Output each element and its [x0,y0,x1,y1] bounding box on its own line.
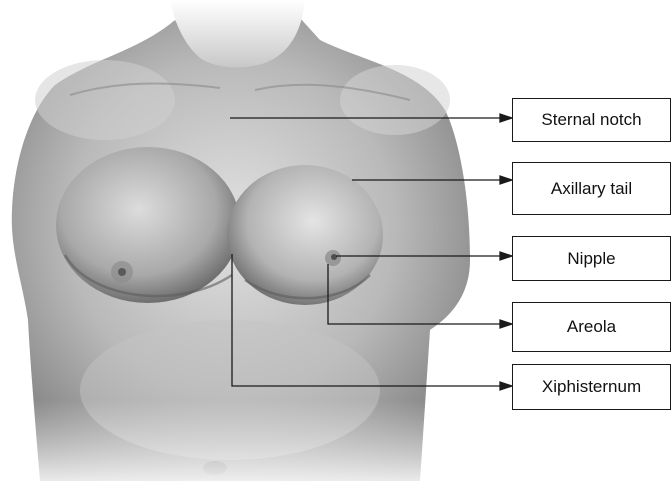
left-breast [56,147,240,303]
right-shoulder [340,65,450,135]
right-nipple [331,254,337,260]
bottom-fade [0,400,480,481]
label-sternal-notch: Sternal notch [512,98,671,142]
label-xiphisternum: Xiphisternum [512,364,671,410]
arrowhead-nipple [500,252,512,260]
label-areola: Areola [512,302,671,352]
arrowhead-sternal-notch [500,114,512,122]
arrowhead-axillary-tail [500,176,512,184]
left-shoulder [35,60,175,140]
label-axillary-tail: Axillary tail [512,162,671,215]
arrowhead-xiphisternum [500,382,512,390]
arrowhead-areola [500,320,512,328]
left-nipple [118,268,126,276]
label-nipple: Nipple [512,236,671,281]
